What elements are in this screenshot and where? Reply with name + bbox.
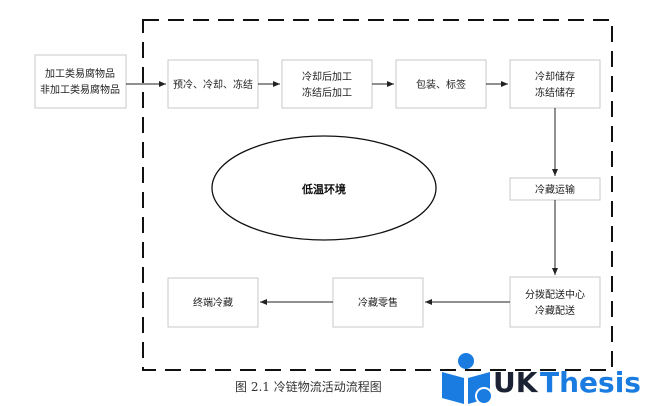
step-precool: 预冷、冷却、冻结 <box>167 59 259 109</box>
step-transport: 冷藏运输 <box>509 177 601 201</box>
logo-thesis: Thesis <box>540 366 641 399</box>
logo-uk: UK <box>493 366 539 399</box>
input-line-2: 非加工类易腐物品 <box>40 83 120 96</box>
step-processing: 冷却后加工 冻结后加工 <box>281 59 373 109</box>
step-distribution: 分拨配送中心 冷藏配送 <box>509 276 601 328</box>
input-box: 加工类易腐物品 非加工类易腐物品 <box>34 54 127 109</box>
step-label: 包装、标签 <box>416 78 466 91</box>
step-label: 冻结后加工 <box>302 86 352 99</box>
step-terminal: 终端冷藏 <box>167 277 259 328</box>
globe-icon <box>475 387 493 405</box>
environment-label: 低温环境 <box>301 182 346 196</box>
step-retail: 冷藏零售 <box>332 277 424 328</box>
ukthesis-logo: UK Thesis <box>442 353 641 405</box>
step-storage: 冷却储存 冻结储存 <box>509 59 601 109</box>
low-temperature-ellipse: 低温环境 <box>211 135 437 241</box>
step-label: 冻结储存 <box>535 86 575 99</box>
step-label: 冷藏配送 <box>535 304 575 317</box>
arrows <box>126 81 558 305</box>
input-line-1: 加工类易腐物品 <box>45 67 115 80</box>
figure-caption: 图 2.1 冷链物流活动流程图 <box>235 379 382 394</box>
step-label: 终端冷藏 <box>193 296 233 309</box>
step-label: 冷藏运输 <box>535 183 575 196</box>
environment-boundary <box>142 19 613 371</box>
step-packaging: 包装、标签 <box>395 59 487 109</box>
step-label: 冷藏零售 <box>358 296 398 309</box>
step-label: 冷却后加工 <box>302 70 352 83</box>
person-head-icon <box>458 353 474 369</box>
step-label: 分拨配送中心 <box>525 288 585 301</box>
step-label: 冷却储存 <box>535 70 575 83</box>
step-label: 预冷、冷却、冻结 <box>173 78 253 91</box>
